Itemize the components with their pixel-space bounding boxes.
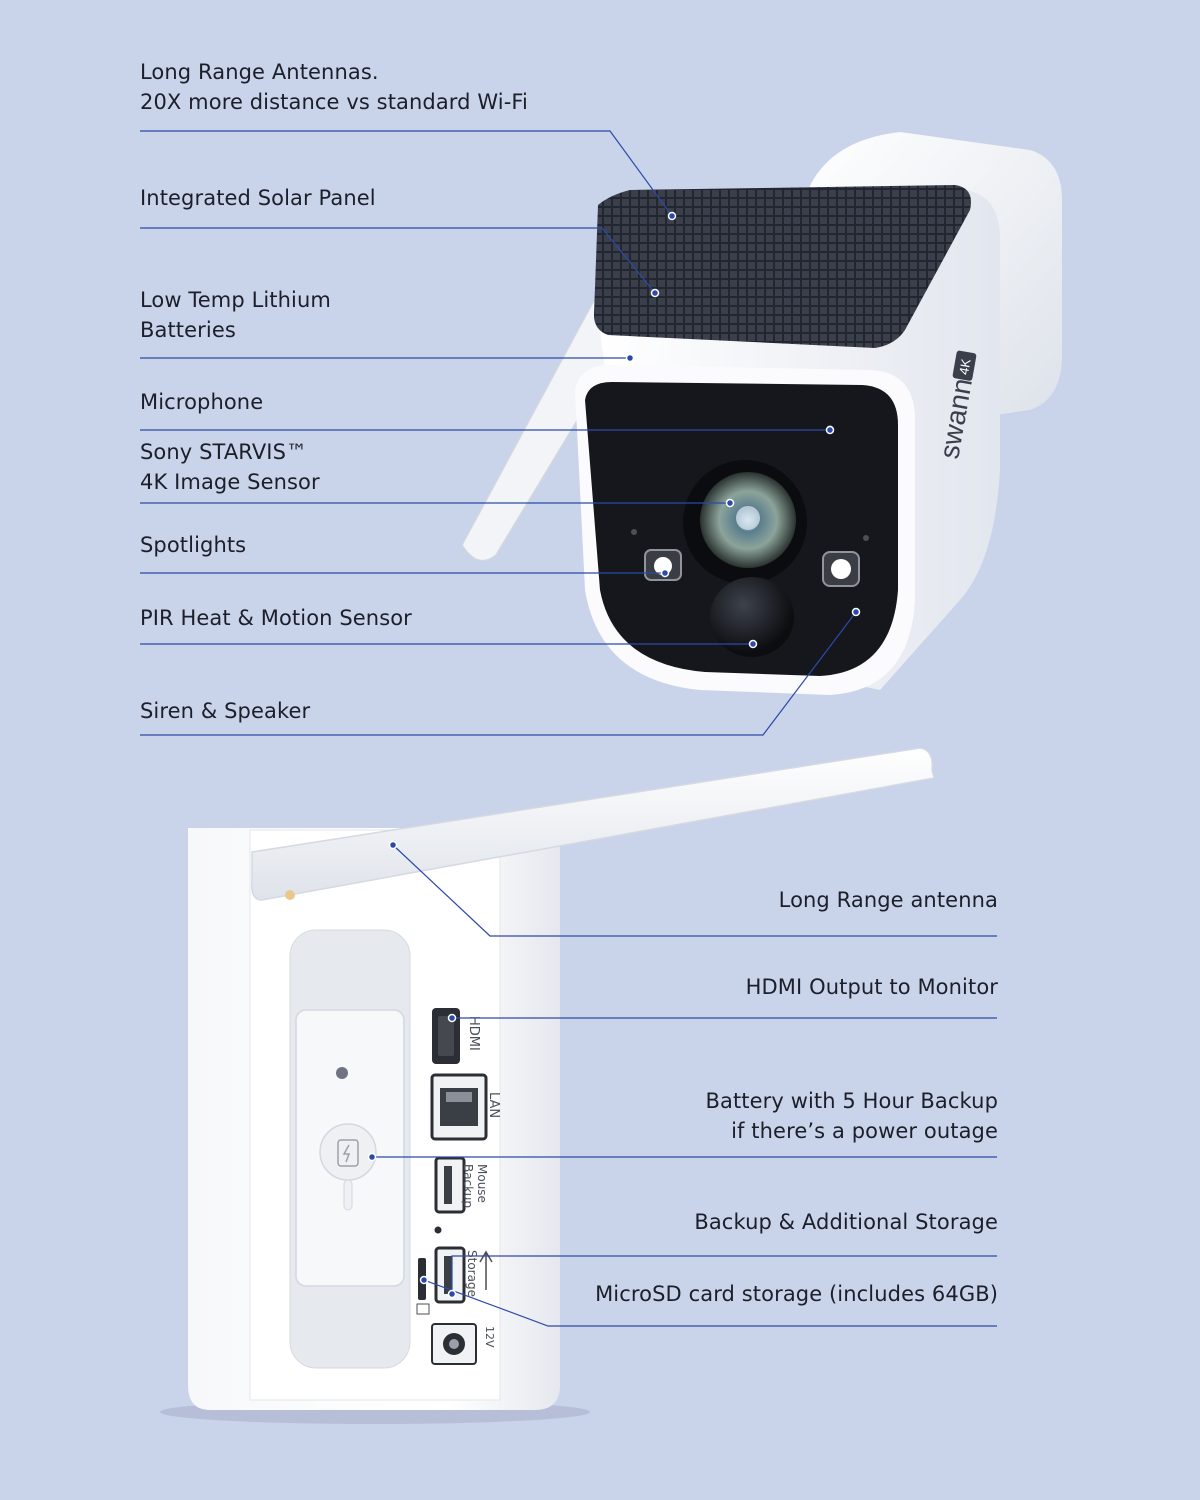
callout-spotlights-line-1: Spotlights xyxy=(140,533,247,557)
leader-storage xyxy=(451,1255,997,1294)
callout-antennas-line-1: Long Range Antennas. xyxy=(140,60,379,84)
mouse-port-label: Mouse xyxy=(475,1164,489,1203)
callout-sensor-line-2: 4K Image Sensor xyxy=(140,470,320,494)
callout-batteries-line-2: Batteries xyxy=(140,318,236,342)
camera-illustration: swann 4K xyxy=(461,132,1062,695)
callout-battery-backup: Battery with 5 Hour Backup if there’s a … xyxy=(706,1086,999,1146)
callout-batteries-line-1: Low Temp Lithium xyxy=(140,288,331,312)
callout-microphone-line-1: Microphone xyxy=(140,390,264,414)
usb-icon xyxy=(479,1250,493,1290)
solar-panel xyxy=(594,185,971,348)
sd-card-icon xyxy=(416,1303,430,1315)
hdmi-port-label: HDMI xyxy=(466,1016,481,1051)
leader-antennas xyxy=(140,130,673,217)
callout-storage-line-1: Backup & Additional Storage xyxy=(694,1210,998,1234)
callout-sensor: Sony STARVIS™ 4K Image Sensor xyxy=(140,437,320,497)
callout-sensor-line-1: Sony STARVIS™ xyxy=(140,440,308,464)
callout-spotlights: Spotlights xyxy=(140,530,246,560)
callout-antennas: Long Range Antennas. 20X more distance v… xyxy=(140,57,528,117)
nvr-illustration: HDMI LAN Mouse Backup Storage xyxy=(160,747,935,1424)
callout-hdmi: HDMI Output to Monitor xyxy=(746,972,998,1002)
backup-port-label: Backup xyxy=(461,1164,475,1208)
leader-microsd xyxy=(423,1279,997,1327)
callout-pir: PIR Heat & Motion Sensor xyxy=(140,603,412,633)
lan-port-label: LAN xyxy=(486,1092,501,1118)
spotlight-icon xyxy=(831,559,851,579)
callout-solar: Integrated Solar Panel xyxy=(140,183,376,213)
leader-solar xyxy=(140,227,656,294)
callout-battery-backup-line-2: if there’s a power outage xyxy=(731,1119,998,1143)
power-port-label: 12V xyxy=(483,1326,496,1348)
port-panel: HDMI LAN Mouse Backup Storage xyxy=(416,1008,501,1365)
callout-siren: Siren & Speaker xyxy=(140,696,310,726)
nvr-antenna xyxy=(250,747,935,901)
callout-battery-backup-line-1: Battery with 5 Hour Backup xyxy=(705,1089,998,1113)
storage-port-label: Storage xyxy=(465,1250,479,1297)
leader-siren xyxy=(140,611,857,736)
callout-nvr-antenna-line-1: Long Range antenna xyxy=(778,888,998,912)
callout-storage: Backup & Additional Storage xyxy=(694,1207,998,1237)
callout-siren-line-1: Siren & Speaker xyxy=(140,699,311,723)
battery-icon xyxy=(337,1139,359,1167)
callout-antennas-line-2: 20X more distance vs standard Wi-Fi xyxy=(140,90,528,114)
callout-microsd-line-1: MicroSD card storage (includes 64GB) xyxy=(595,1282,998,1306)
leader-lines xyxy=(140,130,997,1327)
callout-batteries: Low Temp Lithium Batteries xyxy=(140,285,331,345)
callout-pir-line-1: PIR Heat & Motion Sensor xyxy=(140,606,412,630)
callout-nvr-antenna: Long Range antenna xyxy=(779,885,998,915)
pir-sensor xyxy=(710,577,794,657)
callout-microsd: MicroSD card storage (includes 64GB) xyxy=(595,1279,998,1309)
leader-nvr-antenna xyxy=(392,844,997,937)
leader-dots xyxy=(367,211,861,1299)
callout-hdmi-line-1: HDMI Output to Monitor xyxy=(745,975,998,999)
callout-solar-line-1: Integrated Solar Panel xyxy=(140,186,376,210)
brand-badge: 4K xyxy=(956,357,974,376)
callout-microphone: Microphone xyxy=(140,387,263,417)
